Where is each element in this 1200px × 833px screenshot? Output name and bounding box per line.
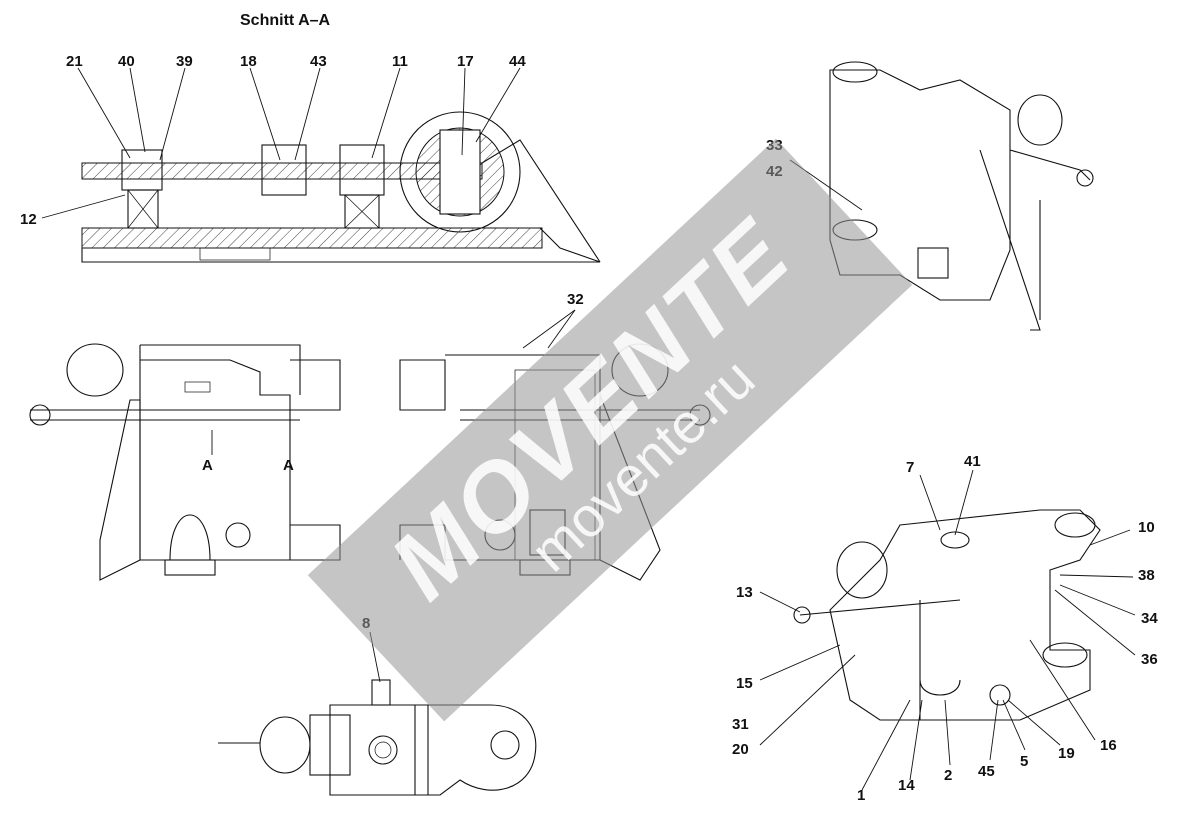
callout-21: 21 xyxy=(66,53,83,70)
callout-43: 43 xyxy=(310,53,327,70)
callout-40: 40 xyxy=(118,53,135,70)
bottom-view xyxy=(218,679,537,796)
callout-16: 16 xyxy=(1100,737,1117,754)
callout-13: 13 xyxy=(736,584,753,601)
callout-12: 12 xyxy=(20,211,37,228)
callout-7: 7 xyxy=(906,459,914,476)
section-mark-right: A xyxy=(283,457,294,474)
callout-17: 17 xyxy=(457,53,474,70)
callout-39: 39 xyxy=(176,53,193,70)
callout-45: 45 xyxy=(978,763,995,780)
callout-32: 32 xyxy=(567,291,584,308)
callout-34: 34 xyxy=(1141,610,1158,627)
callout-36: 36 xyxy=(1141,651,1158,668)
callout-14: 14 xyxy=(898,777,915,794)
callout-38: 38 xyxy=(1138,567,1155,584)
iso-view-top xyxy=(829,61,1094,331)
callout-44: 44 xyxy=(509,53,526,70)
callout-11: 11 xyxy=(392,53,408,70)
callout-20: 20 xyxy=(732,741,749,758)
callout-10: 10 xyxy=(1138,519,1155,536)
section-view xyxy=(81,111,601,263)
section-title: Schnitt A–A xyxy=(240,12,331,29)
callout-19: 19 xyxy=(1058,745,1075,762)
callout-2: 2 xyxy=(944,767,952,784)
callout-5: 5 xyxy=(1020,753,1028,770)
side-view-left xyxy=(29,343,341,581)
callout-41: 41 xyxy=(964,453,981,470)
callout-1: 1 xyxy=(857,787,865,804)
callout-15: 15 xyxy=(736,675,753,692)
section-mark-left: A xyxy=(202,457,213,474)
callout-31: 31 xyxy=(732,716,749,733)
iso-view-bottom xyxy=(793,509,1101,721)
callout-18: 18 xyxy=(240,53,257,70)
